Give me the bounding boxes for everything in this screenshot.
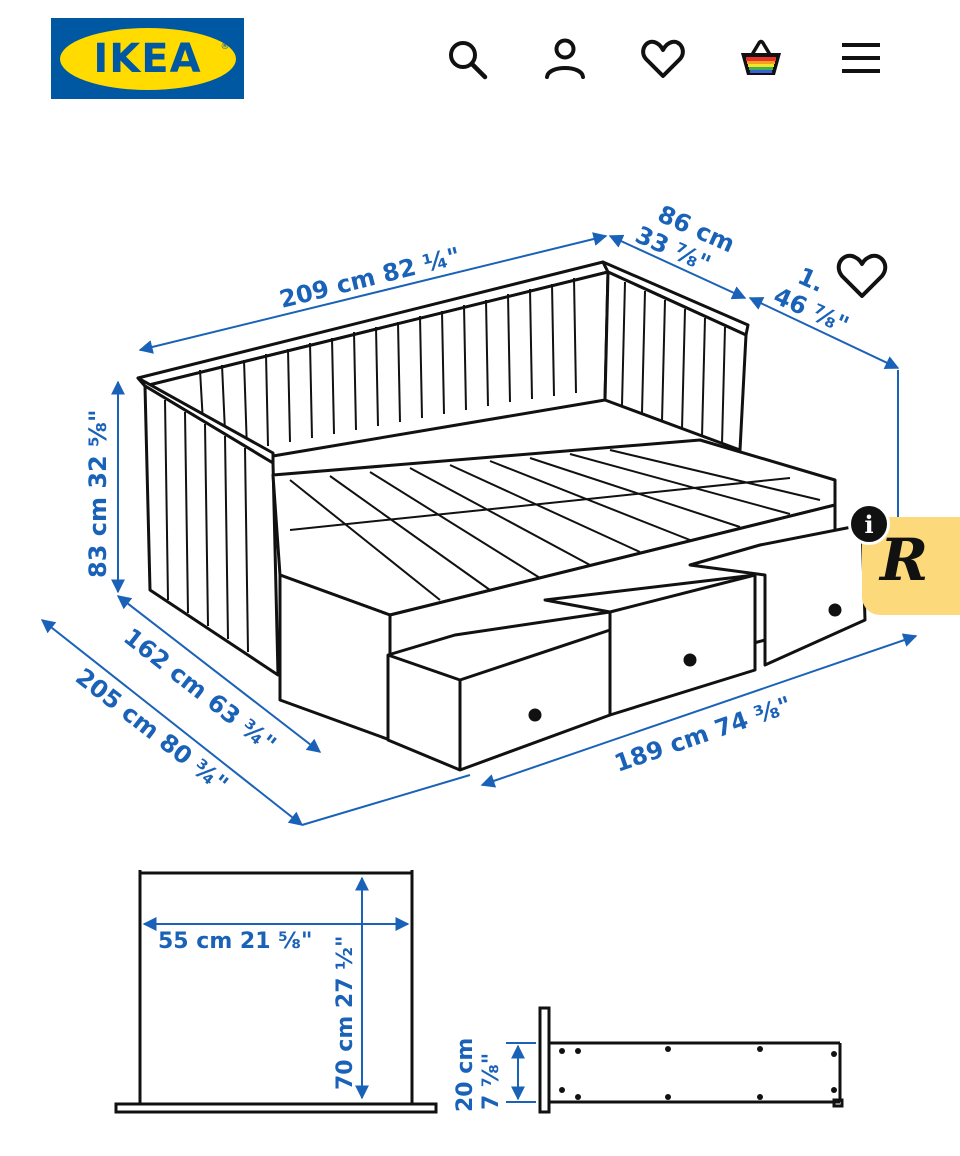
- dim-drawer-width-label: 55 cm 21 ⅝": [158, 929, 312, 954]
- dim-drawer-depth: 70 cm 27 ½": [333, 936, 358, 1090]
- daybed-illustration: [136, 260, 867, 772]
- drawer-side-view: [538, 1006, 844, 1114]
- dim-drawer-height-in: 7 ⅞": [479, 1053, 504, 1110]
- dimension-lines: [40, 232, 918, 826]
- product-dimension-drawing: 209 cm 82 ¼" 86 cm 33 ⅞" 1. 46 ⅞" 83 cm …: [0, 118, 960, 1156]
- heart-icon[interactable]: [640, 36, 686, 82]
- drawer-side-dimension-lines: [506, 1042, 536, 1103]
- ikea-logo[interactable]: IKEA ®: [51, 18, 244, 99]
- info-glyph: i: [864, 509, 874, 539]
- drawer-top-dimension-lines: [142, 876, 410, 1100]
- menu-icon[interactable]: [838, 36, 884, 82]
- dim-height-label: 83 cm 32 ⅝": [84, 410, 112, 578]
- info-icon[interactable]: i: [848, 503, 890, 545]
- logo-registered-mark: ®: [220, 41, 230, 52]
- logo-oval: IKEA ®: [59, 27, 236, 90]
- add-to-favorites-button[interactable]: [834, 248, 890, 304]
- bed-slats: [289, 449, 821, 601]
- dim-drawer-height-cm: 20 cm: [453, 1038, 478, 1112]
- logo-text: IKEA: [93, 35, 202, 82]
- site-header: IKEA ®: [0, 0, 960, 118]
- drawer-side-dots: [559, 1046, 837, 1100]
- dim-height: 83 cm 32 ⅝": [84, 410, 112, 578]
- basket-icon[interactable]: [738, 36, 784, 82]
- dim-drawer-depth-label: 70 cm 27 ½": [333, 936, 358, 1090]
- drawer-top-view: [114, 870, 438, 1114]
- heart-icon: [836, 253, 888, 298]
- search-icon[interactable]: [444, 36, 490, 82]
- user-icon[interactable]: [542, 36, 588, 82]
- dim-drawer-height: 20 cm 7 ⅞": [453, 1038, 504, 1112]
- extension-logo-letter: R: [880, 526, 929, 594]
